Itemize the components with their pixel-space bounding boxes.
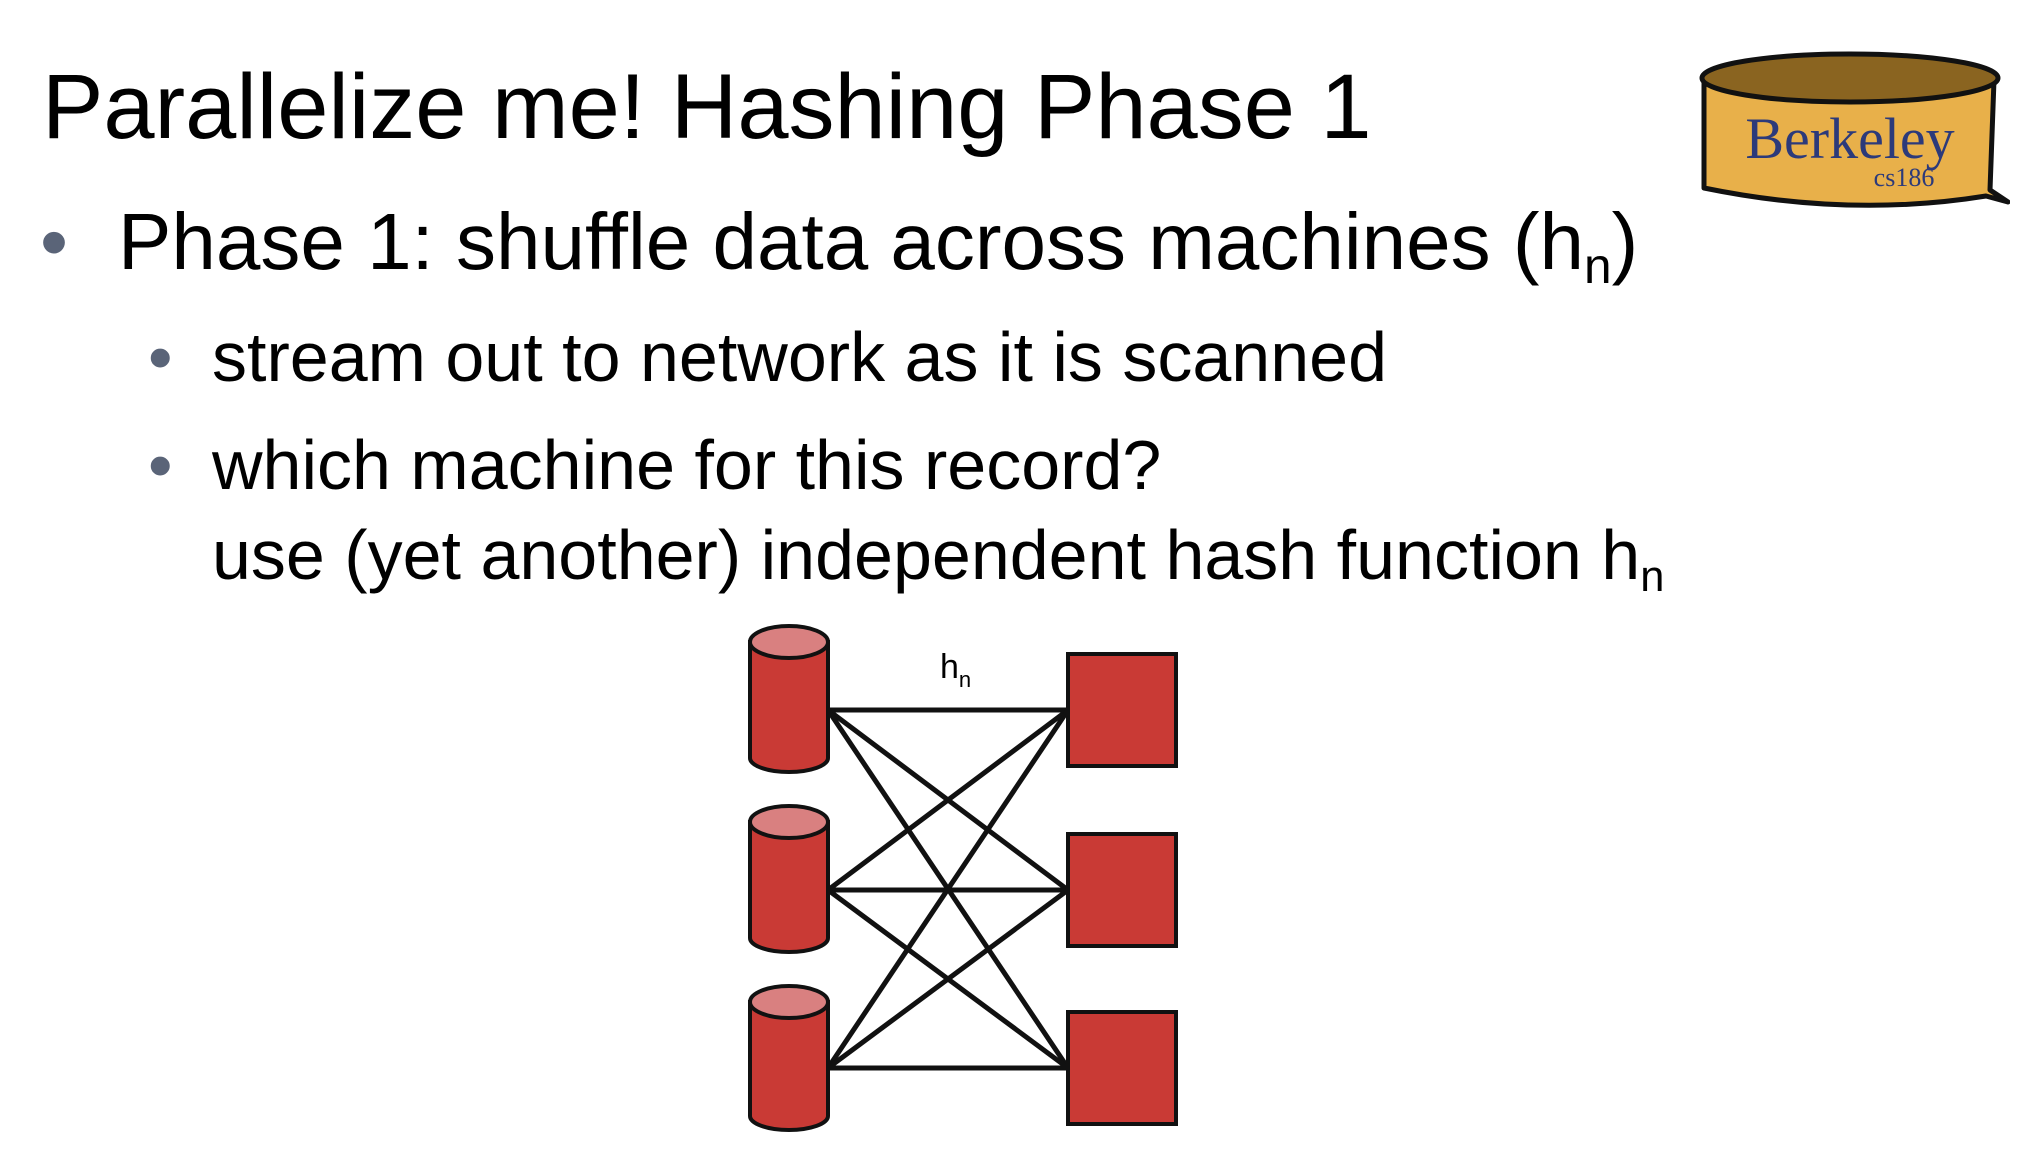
logo-course: cs186 <box>1874 163 1935 192</box>
berkeley-logo: Berkeley cs186 <box>1699 51 2010 208</box>
network-edges <box>825 707 1071 1071</box>
edge <box>826 887 1070 1071</box>
bullet-text-line-2: use (yet another) independent hash funct… <box>212 510 1664 600</box>
machine <box>1066 832 1178 948</box>
bullet-text: stream out to network as it is scanned <box>212 318 1387 396</box>
bullet-subscript: n <box>1584 237 1612 294</box>
bullet-subscript: n <box>1640 553 1665 602</box>
disk <box>748 624 830 774</box>
logo-body <box>1701 75 2010 208</box>
bullet-which-machine: • which machine for this record? use (ye… <box>148 420 1664 600</box>
machine <box>1066 1010 1178 1126</box>
edge <box>825 708 1071 1070</box>
logo-lid <box>1699 51 2001 105</box>
edge-label: hn <box>940 648 971 692</box>
disk <box>748 984 830 1132</box>
bullet-text: which machine for this record? <box>212 426 1162 504</box>
bullet-line2-text: use (yet another) independent hash funct… <box>212 516 1641 594</box>
logo-name: Berkeley <box>1745 106 1954 171</box>
disk <box>748 804 830 954</box>
machine <box>1066 652 1178 768</box>
bullet-dot: • <box>148 318 173 396</box>
bullet-text-tail: ) <box>1611 197 1639 286</box>
slide-title: Parallelize me! Hashing Phase 1 <box>42 56 1372 158</box>
bullet-stream-out: • stream out to network as it is scanned <box>148 312 1387 402</box>
shuffle-diagram: hn <box>748 624 1178 1132</box>
bullet-dot: • <box>148 426 173 504</box>
bullet-text: Phase 1: shuffle data across machines (h <box>118 197 1585 286</box>
bullet-dot: • <box>40 197 69 286</box>
edge <box>826 708 1070 892</box>
bullet-phase-1: • Phase 1: shuffle data across machines … <box>40 192 1639 294</box>
